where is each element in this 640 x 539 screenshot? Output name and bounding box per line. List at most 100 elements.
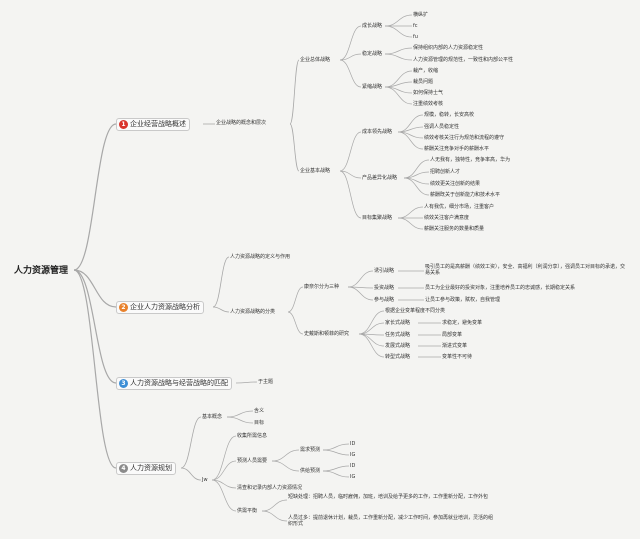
b4-basic[interactable]: 基本概念 xyxy=(202,414,223,420)
b1-stable[interactable]: 稳定战略 xyxy=(362,51,383,57)
connector-52 xyxy=(235,381,258,384)
b1-diff[interactable]: 产品差异化战略 xyxy=(362,175,398,181)
b1-shrink[interactable]: 紧缩战略 xyxy=(362,84,383,90)
connector-65 xyxy=(322,465,350,472)
b4-jw[interactable]: Jw xyxy=(202,477,208,483)
b4-balance[interactable]: 供需平衡 xyxy=(237,508,258,514)
b2-kang-2-name[interactable]: 参与战略 xyxy=(374,297,395,303)
connector-0 xyxy=(73,123,117,271)
b4-balance-1[interactable]: 人员过多：提前退休计划，裁员，工作重新分配，减少工作时间，参加再就业培训，灵活的… xyxy=(288,515,494,527)
b1-diff-0[interactable]: 人无我有，独特性，竞争率高，华为 xyxy=(430,157,511,163)
badge-2: 2 xyxy=(119,303,128,312)
b4-basic-1[interactable]: 目标 xyxy=(254,420,265,426)
b1-shrink-2[interactable]: 如何保持士气 xyxy=(413,90,444,96)
b4-collect[interactable]: 收集所需信息 xyxy=(237,433,268,439)
branch-2[interactable]: 2 企业人力资源战略分析 xyxy=(116,301,204,314)
b1-diff-3[interactable]: 薪酬既关于创新能力和技术水平 xyxy=(430,192,501,198)
connector-6 xyxy=(289,123,300,172)
branch-2-label: 企业人力资源战略分析 xyxy=(130,303,200,311)
b1-shrink-0[interactable]: 裁产，收缩 xyxy=(413,68,439,74)
b4-balance-0[interactable]: 短缺处理：招聘人员，临时雇佣，加班，培训及给予更多的工作，工作重新分配，工作外包 xyxy=(288,494,489,500)
connector-53 xyxy=(180,416,202,469)
b2-shi-2-desc[interactable]: 渐进式变革 xyxy=(442,343,468,349)
badge-4: 4 xyxy=(119,464,128,473)
b2-shi-1-name[interactable]: 任务式战略 xyxy=(385,332,411,338)
connector-21 xyxy=(339,170,362,219)
b1-growth-1[interactable]: fc xyxy=(413,23,418,29)
connector-58 xyxy=(211,460,237,481)
connector-37 xyxy=(347,270,374,288)
b2-cls[interactable]: 人力资源战略的分类 xyxy=(230,309,276,315)
b2-shi[interactable]: 史戴斯和顿菲的研究 xyxy=(304,331,350,337)
b1-focus[interactable]: 目标集聚战略 xyxy=(362,215,393,221)
connector-20 xyxy=(339,170,362,179)
b2-shi-head[interactable]: 根据企业变革程度不同分类 xyxy=(385,308,446,314)
branch-3-label: 人力资源战略与经营战略的匹配 xyxy=(130,379,228,387)
b1-growth-2[interactable]: fu xyxy=(413,34,418,40)
b4-basic-0[interactable]: 含义 xyxy=(254,408,265,414)
b2-kang-0-name[interactable]: 诱引战略 xyxy=(374,268,395,274)
b4-supply[interactable]: 供给预测 xyxy=(300,468,321,474)
connector-66 xyxy=(322,470,350,478)
b2-shi-3-desc[interactable]: 变革性不可待 xyxy=(442,354,473,360)
branch-4[interactable]: 4 人力资源规划 xyxy=(116,462,176,475)
b1-cost-2[interactable]: 绩效考核关注行为规范和流程的遵守 xyxy=(424,135,505,141)
b1-shrink-1[interactable]: 裁员问题 xyxy=(413,79,434,85)
b4-demand-0[interactable]: ID xyxy=(350,441,356,447)
root-topic[interactable]: 人力资源管理 xyxy=(14,266,69,276)
branch-3[interactable]: 3 人力资源战略与经营战略的匹配 xyxy=(116,377,232,390)
b1-sub[interactable]: 企业战略的概念和层次 xyxy=(216,120,267,126)
b1-overall[interactable]: 企业总体战略 xyxy=(300,57,331,63)
b2-kang[interactable]: 康奈尔分为三种 xyxy=(304,284,340,290)
b2-kang-0-desc[interactable]: 吸引员工的是高薪酬（绩效工资），安全、高福利（利润分享），强调员工对目标的承诺，… xyxy=(425,264,626,276)
b4-demand[interactable]: 需求预测 xyxy=(300,447,321,453)
b2-shi-1-desc[interactable]: 局部变革 xyxy=(442,332,463,338)
b1-growth[interactable]: 成长战略 xyxy=(362,23,383,29)
b2-kang-2-desc[interactable]: 让员工参与政策，赋权，自我管理 xyxy=(425,297,501,303)
b2-shi-2-name[interactable]: 发展式战略 xyxy=(385,343,411,349)
b2-kang-1-name[interactable]: 投资战略 xyxy=(374,285,395,291)
b1-stable-0[interactable]: 保持组织内部的人力资源稳定性 xyxy=(413,45,484,51)
b2-shi-0-desc[interactable]: 求稳定，避免变革 xyxy=(442,320,483,326)
connector-30 xyxy=(397,206,424,219)
connector-60 xyxy=(211,479,237,512)
b1-cost-3[interactable]: 薪酬关注竞争对手的薪酬水平 xyxy=(424,146,490,152)
connector-8 xyxy=(339,53,362,61)
connector-1 xyxy=(73,269,117,308)
b1-cost-1[interactable]: 强调人员稳定性 xyxy=(424,124,460,130)
connector-43 xyxy=(358,310,385,335)
badge-3: 3 xyxy=(119,379,128,388)
b2-kang-1-desc[interactable]: 员工为企业最好的投资对象，注重培养员工的忠诚感，长期稳定关系 xyxy=(425,285,576,291)
b1-basic[interactable]: 企业基本战略 xyxy=(300,168,331,174)
b2-def[interactable]: 人力资源战略的定义与作用 xyxy=(230,254,291,260)
b4-predict[interactable]: 预测人员需要 xyxy=(237,458,268,464)
b1-cost-0[interactable]: 规模，稳转，长安高校 xyxy=(424,112,475,118)
connector-13 xyxy=(384,47,413,55)
b1-focus-1[interactable]: 绩效关注客户满意度 xyxy=(424,215,470,221)
b1-shrink-3[interactable]: 注重绩效考核 xyxy=(413,101,444,107)
b1-stable-1[interactable]: 人力资源管理的规范性，一致性和内部公平性 xyxy=(413,57,514,63)
b1-focus-2[interactable]: 薪酬关注服务的数量和质量 xyxy=(424,226,485,232)
b4-review[interactable]: 清查和记录内部人力资源情况 xyxy=(237,485,303,491)
connector-39 xyxy=(347,286,374,301)
b1-diff-1[interactable]: 招聘创新人才 xyxy=(430,169,461,175)
b1-cost[interactable]: 成本领先战略 xyxy=(362,129,393,135)
b1-diff-2[interactable]: 绩效更关注创新的结果 xyxy=(430,181,481,187)
b4-demand-1[interactable]: IG xyxy=(350,452,356,458)
connector-12 xyxy=(384,25,413,38)
b1-growth-0[interactable]: 横纵扩 xyxy=(413,12,429,18)
b2-shi-0-name[interactable]: 家长式战略 xyxy=(385,320,411,326)
b4-supply-0[interactable]: ID xyxy=(350,463,356,469)
b1-focus-0[interactable]: 人有我优，细分市场，注重客户 xyxy=(424,204,495,210)
b3-sub[interactable]: 于主题 xyxy=(258,379,274,385)
b4-supply-1[interactable]: IG xyxy=(350,474,356,480)
connector-10 xyxy=(384,14,413,27)
connector-46 xyxy=(358,333,385,347)
b2-shi-3-name[interactable]: 转型式战略 xyxy=(385,354,411,360)
connector-47 xyxy=(358,333,385,358)
branch-1[interactable]: 1 企业经营战略概述 xyxy=(116,118,190,131)
connector-33 xyxy=(212,256,230,308)
connector-25 xyxy=(397,131,424,150)
